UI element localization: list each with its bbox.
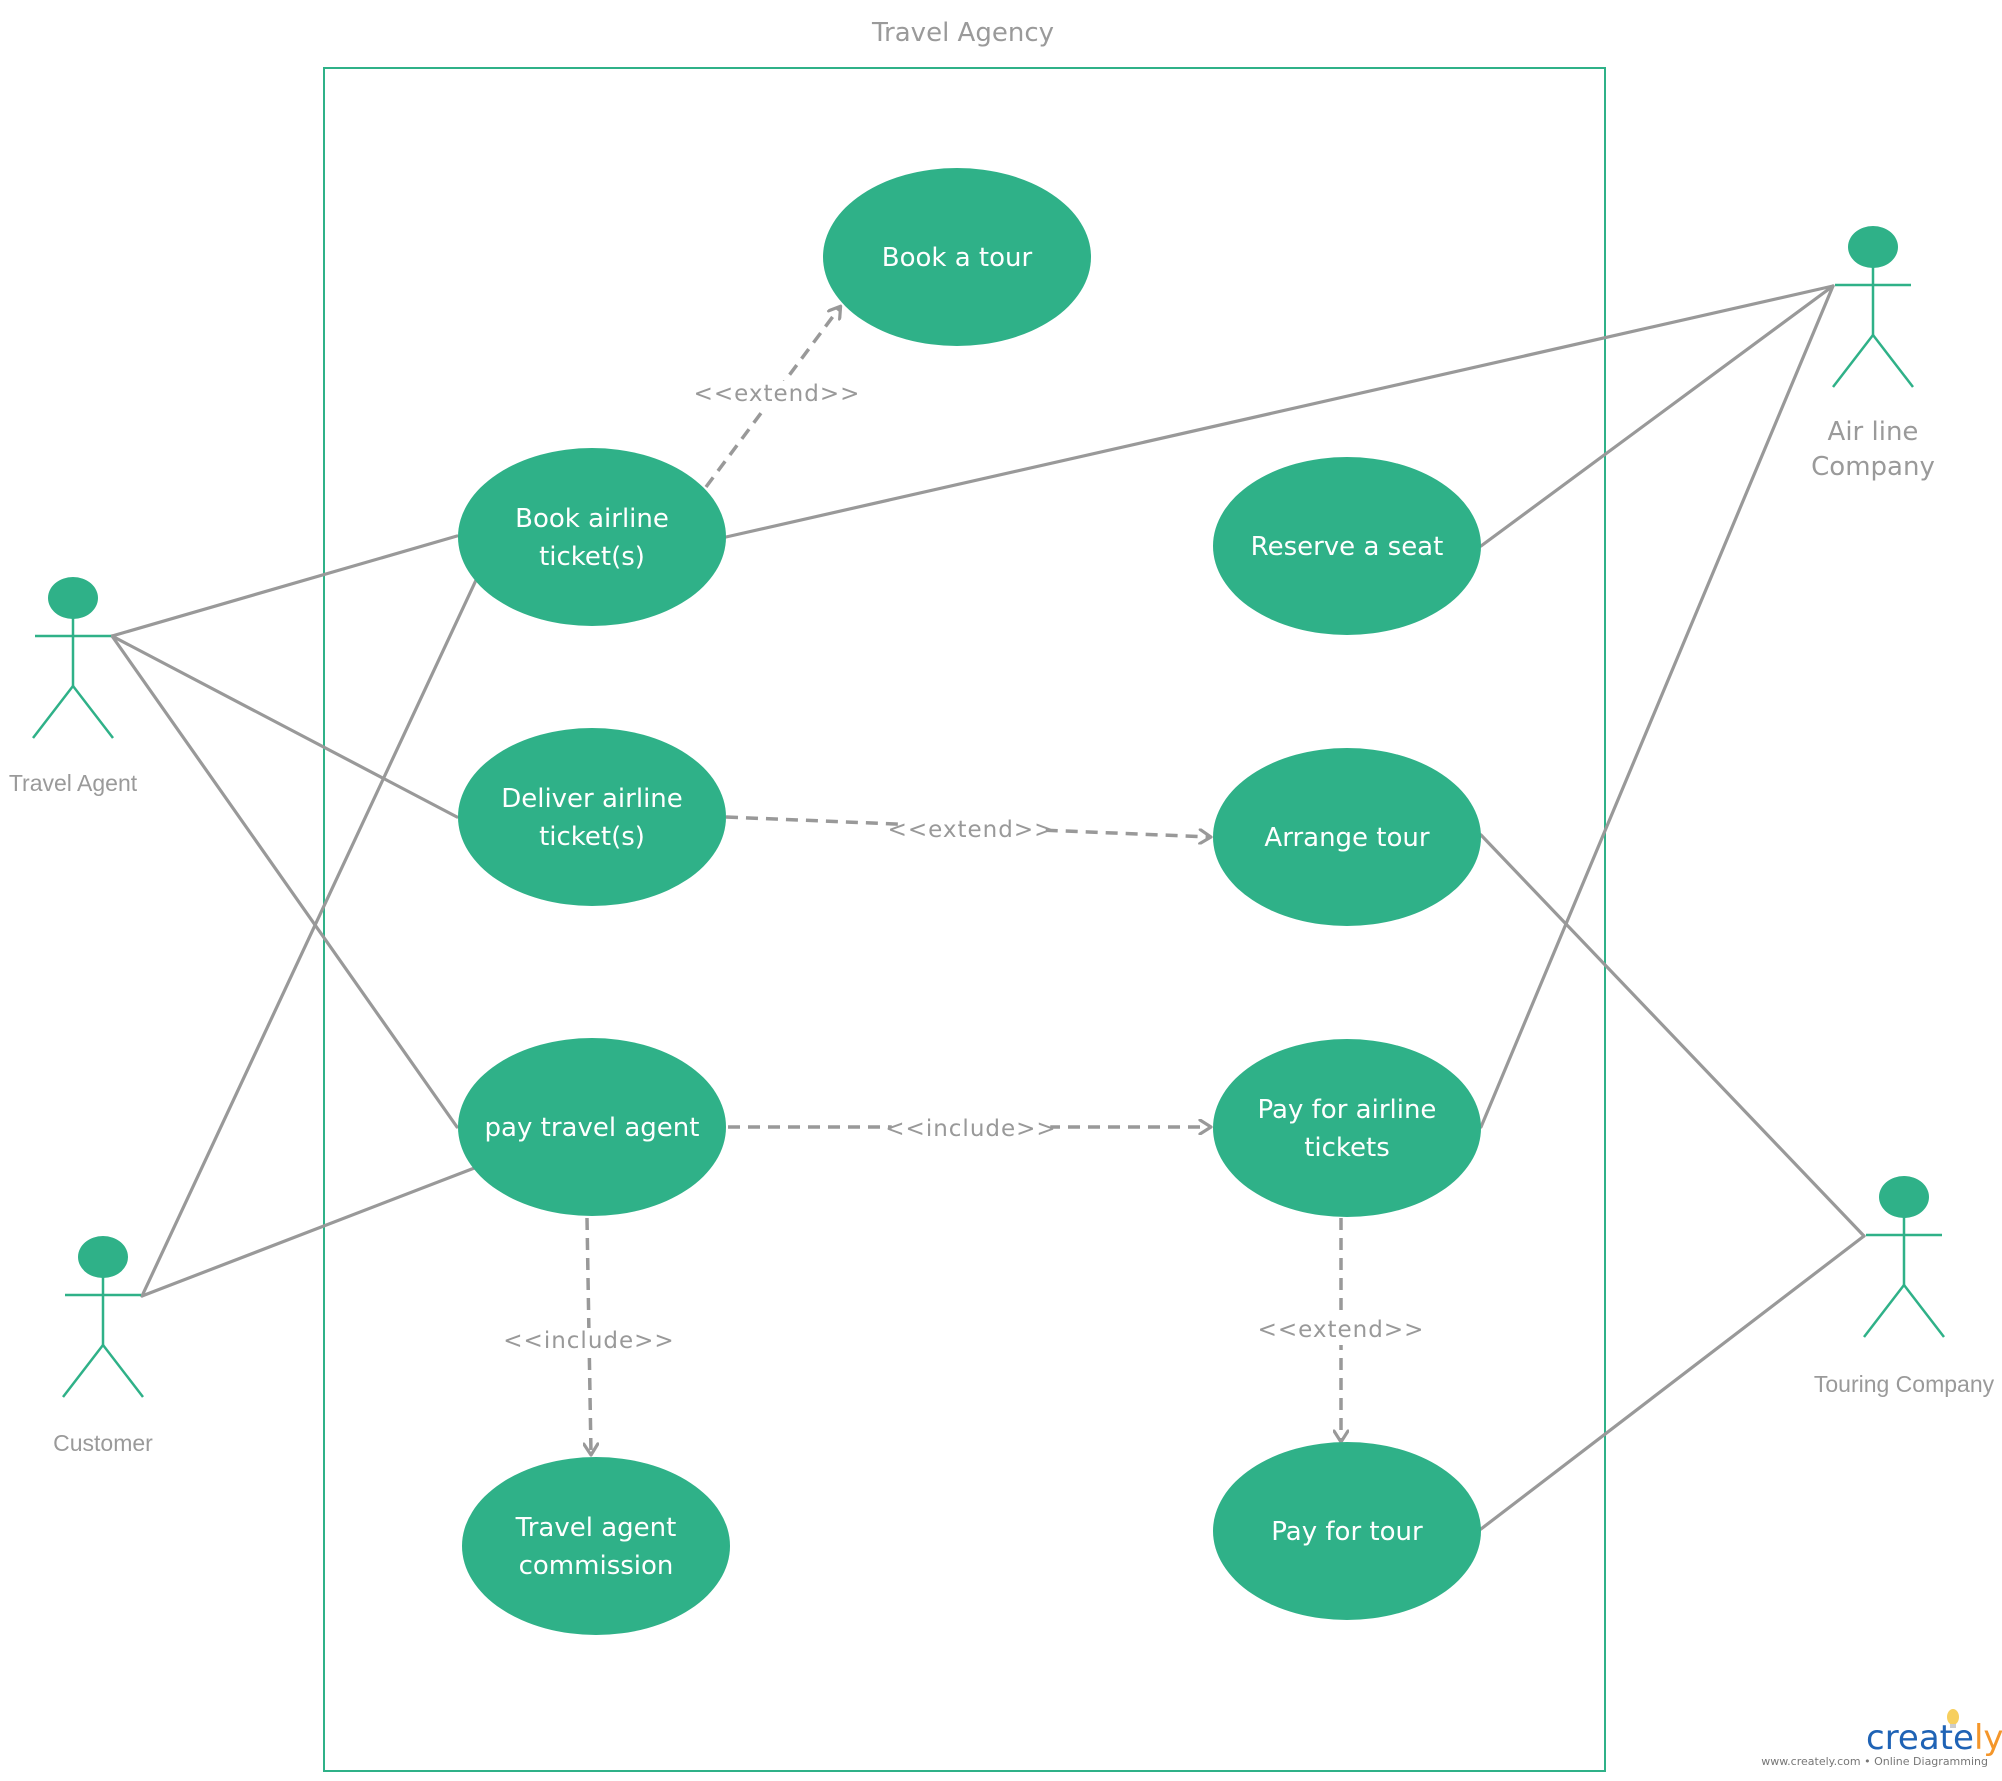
use-case-ellipse[interactable] bbox=[823, 168, 1091, 346]
dependency-arrow[interactable] bbox=[704, 307, 840, 489]
association-touring-company-pay-tour[interactable] bbox=[1479, 1234, 1866, 1531]
stereotype-label-bg bbox=[891, 1116, 1051, 1144]
stereotype-label: <<extend>> bbox=[888, 817, 1055, 843]
use-case-reserve-seat[interactable]: Reserve a seat bbox=[1213, 457, 1481, 635]
association-touring-company-arrange-tour[interactable] bbox=[1479, 833, 1866, 1238]
use-case-label: ticket(s) bbox=[539, 822, 645, 852]
use-case-ellipse[interactable] bbox=[458, 728, 726, 906]
stereotype-label-bg bbox=[1268, 1317, 1414, 1345]
association-customer-pay-agent[interactable] bbox=[140, 1165, 479, 1298]
dependency-pay-agent-to-commission[interactable]: <<include>> bbox=[503, 1217, 674, 1454]
actor-label: Touring Company bbox=[1814, 1371, 1995, 1397]
dependency-pay-airline-to-pay-tour[interactable]: <<extend>> bbox=[1258, 1218, 1425, 1441]
use-case-label: Travel agent bbox=[515, 1513, 677, 1543]
actor-customer[interactable]: Customer bbox=[53, 1236, 153, 1456]
use-case-ellipse[interactable] bbox=[462, 1457, 730, 1635]
stereotype-label: <<extend>> bbox=[694, 381, 861, 407]
stereotype-label: <<extend>> bbox=[1258, 1317, 1425, 1343]
lightbulb-icon bbox=[1947, 1709, 1959, 1728]
logo-accent-text: ly bbox=[1974, 1718, 2002, 1758]
stereotype-label-bg bbox=[509, 1328, 669, 1356]
system-boundary[interactable] bbox=[323, 67, 1606, 1772]
actor-label: Air line bbox=[1828, 417, 1919, 447]
stereotype-label: <<include>> bbox=[885, 1116, 1056, 1142]
use-case-label: Reserve a seat bbox=[1251, 532, 1444, 562]
dependency-book-airline-to-book-tour[interactable]: <<extend>> bbox=[694, 307, 861, 489]
use-case-pay-airline[interactable]: Pay for airline tickets bbox=[1213, 1039, 1481, 1217]
use-case-label: Pay for tour bbox=[1271, 1517, 1423, 1547]
use-case-pay-tour[interactable]: Pay for tour bbox=[1213, 1442, 1481, 1620]
use-case-label: ticket(s) bbox=[539, 542, 645, 572]
use-case-label: Deliver airline bbox=[501, 784, 683, 814]
use-case-ellipse[interactable] bbox=[1213, 1442, 1481, 1620]
logo-main-text: create bbox=[1866, 1718, 1974, 1758]
actor-touring-company[interactable]: Touring Company bbox=[1814, 1176, 1995, 1397]
use-case-label: commission bbox=[519, 1551, 674, 1581]
associations bbox=[110, 284, 1866, 1531]
dependency-pay-agent-to-pay-airline[interactable]: <<include>> bbox=[728, 1116, 1210, 1144]
stereotype-label-bg bbox=[704, 381, 850, 409]
stick-figure-icon bbox=[32, 577, 114, 739]
use-case-label: Pay for airline bbox=[1258, 1095, 1437, 1125]
use-case-label: Book a tour bbox=[882, 243, 1033, 273]
use-case-ellipse[interactable] bbox=[458, 448, 726, 626]
dependencies: <<extend>> <<extend>> <<include>> <<include… bbox=[503, 307, 1425, 1454]
association-airline-company-book-airline[interactable] bbox=[724, 284, 1835, 539]
actor-travel-agent[interactable]: Travel Agent bbox=[9, 577, 138, 796]
stick-figure-icon bbox=[1832, 226, 1914, 388]
system-boundary-title: Travel Agency bbox=[871, 18, 1054, 48]
use-case-label: Arrange tour bbox=[1264, 823, 1429, 853]
association-travel-agent-book-airline[interactable] bbox=[110, 534, 459, 638]
stick-figure-icon bbox=[62, 1236, 144, 1398]
stick-figure-icon bbox=[1863, 1176, 1945, 1338]
actor-label: Customer bbox=[53, 1430, 153, 1456]
use-case-book-tour[interactable]: Book a tour bbox=[823, 168, 1091, 346]
use-case-arrange-tour[interactable]: Arrange tour bbox=[1213, 748, 1481, 926]
association-airline-company-reserve-seat[interactable] bbox=[1479, 284, 1835, 548]
use-case-ellipse[interactable] bbox=[458, 1038, 726, 1216]
association-customer-book-airline[interactable] bbox=[140, 576, 479, 1298]
actor-label: Travel Agent bbox=[9, 770, 138, 796]
use-case-label: Book airline bbox=[515, 504, 669, 534]
use-case-label: pay travel agent bbox=[485, 1113, 700, 1143]
stereotype-label: <<include>> bbox=[503, 1328, 674, 1354]
use-case-deliver-airline[interactable]: Deliver airline ticket(s) bbox=[458, 728, 726, 906]
actor-label: Company bbox=[1811, 452, 1935, 482]
use-case-book-airline[interactable]: Book airline ticket(s) bbox=[458, 448, 726, 626]
creately-tagline: www.creately.com • Online Diagramming bbox=[1761, 1755, 1988, 1768]
association-travel-agent-deliver-airline[interactable] bbox=[110, 634, 459, 819]
stereotype-label-bg bbox=[898, 817, 1044, 845]
use-case-commission[interactable]: Travel agent commission bbox=[462, 1457, 730, 1635]
use-case-ellipse[interactable] bbox=[1213, 457, 1481, 635]
creately-watermark[interactable]: creately www.creately.com • Online Diagr… bbox=[1761, 1709, 2002, 1768]
use-case-pay-agent[interactable]: pay travel agent bbox=[458, 1038, 726, 1216]
dependency-deliver-airline-to-arrange-tour[interactable]: <<extend>> bbox=[725, 815, 1210, 845]
use-case-ellipse[interactable] bbox=[1213, 1039, 1481, 1217]
use-case-label: tickets bbox=[1304, 1133, 1390, 1163]
association-airline-company-pay-airline[interactable] bbox=[1479, 284, 1835, 1129]
creately-logo: creately bbox=[1866, 1718, 2002, 1758]
association-travel-agent-pay-agent[interactable] bbox=[110, 634, 459, 1129]
use-case-ellipse[interactable] bbox=[1213, 748, 1481, 926]
